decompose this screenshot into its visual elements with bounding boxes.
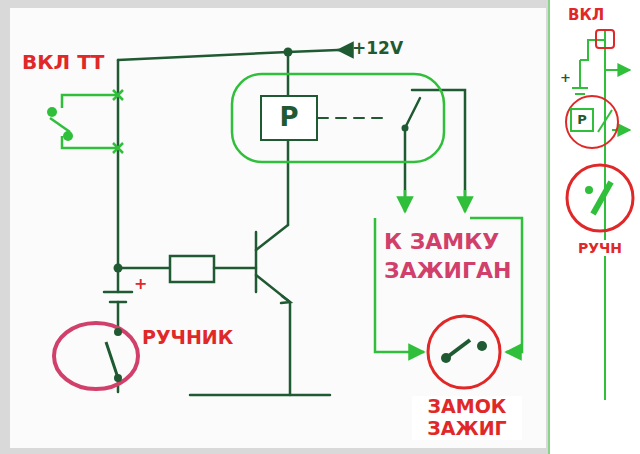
ignition-lock: ЗАМОК ЗАЖИГ [412,312,522,448]
side-handbrake: РУЧН [563,162,637,272]
relay-arrow [464,190,467,212]
side-wires [572,30,630,400]
node-text: ЗАМОК ЗАЖИГ [412,396,522,440]
switch-contacts [47,107,73,141]
node-text: РУЧНИК [142,326,233,348]
relay-box: P [260,95,318,141]
side-relay-circle [566,96,618,148]
node-text: P [262,97,316,138]
polarity-mark: + [560,70,571,85]
handbrake-switch: РУЧНИК [50,318,225,394]
node-text: РУЧН [563,240,637,256]
node-text: P [572,110,592,129]
side-switch-label: ВКЛ [568,6,604,24]
junction-dots [114,48,409,273]
switch-label: ВКЛ ТТ [22,50,104,74]
side-relay-box: P [570,108,594,132]
relay-arrow [404,190,407,212]
voltage-label: +12V [352,38,403,58]
wire-note: К ЗАМКУ ЗАЖИГАН [384,228,516,285]
side-panel [550,0,640,454]
main-wires [104,50,465,395]
relay-outline [232,74,444,162]
paper-sheet [10,8,546,448]
polarity-mark: + [134,274,147,293]
ignition-wires [375,218,522,352]
panel-divider [548,0,550,454]
brake-switch-wires [50,90,123,153]
side-switch-mark [596,30,614,48]
